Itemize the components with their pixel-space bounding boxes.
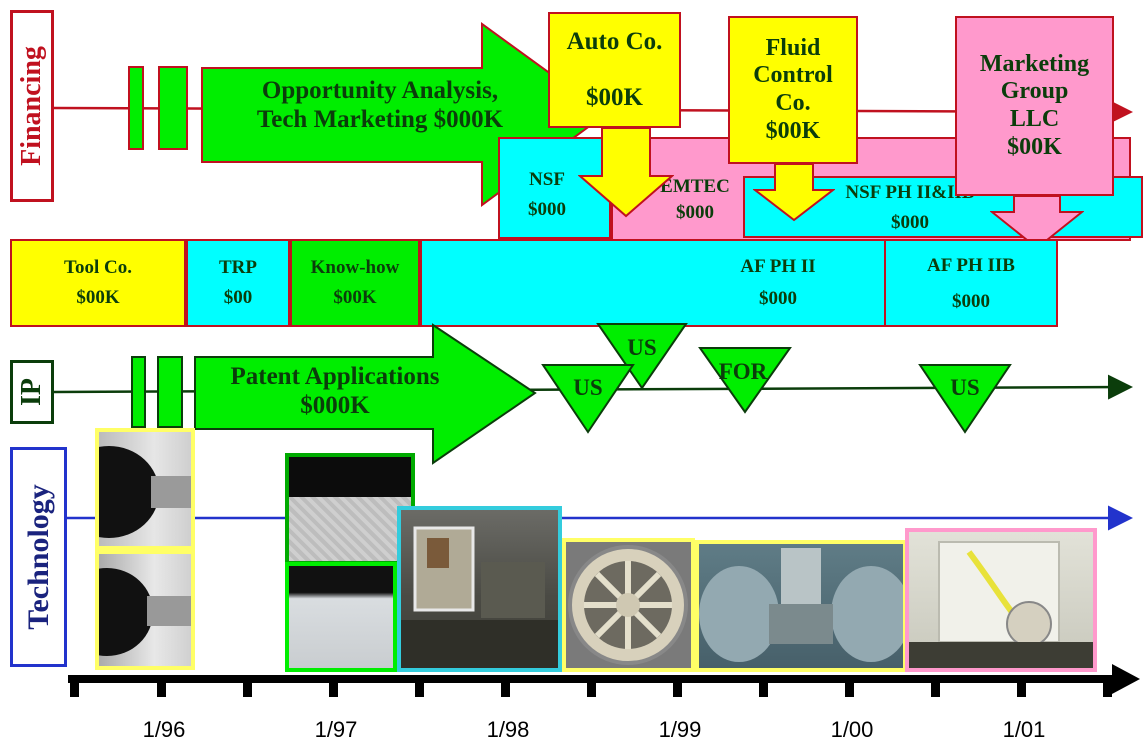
- time-axis-label: 1/01: [1002, 717, 1046, 742]
- contract-know-how: Know-how $00K: [290, 239, 420, 327]
- auto-co-block: [548, 12, 681, 128]
- nsf-ph2-name: NSF PH II&IIB: [845, 182, 975, 204]
- fluid-control-line: $00K: [765, 117, 821, 144]
- technology-lane-label: Technology: [10, 447, 67, 667]
- contract-amount: $000: [759, 288, 797, 309]
- ip-marker-text: US: [950, 374, 980, 400]
- ip-triangle-markers: [541, 323, 1012, 434]
- contract-af-ph2b: AF PH IIB $000: [884, 239, 1058, 327]
- marketing-group-block: [955, 16, 1114, 196]
- nsf-amount: $000: [528, 199, 566, 220]
- emtec-name: EMTEC: [660, 176, 730, 198]
- tube-cross-section-photo-2: [95, 550, 195, 670]
- auto-co-label: Auto Co. $00K: [548, 14, 681, 126]
- ip-lane-label: IP: [10, 360, 54, 424]
- equipment-setup-photo: [397, 506, 562, 672]
- patent-marker-triangle: [596, 323, 688, 390]
- ip-marker-bar: [157, 356, 183, 428]
- contract-name: Know-how: [310, 257, 400, 279]
- contract-amount: $00: [223, 287, 253, 308]
- time-axis: [68, 664, 1140, 697]
- time-axis-label: 1/00: [830, 717, 874, 742]
- wheel-photo: [562, 538, 695, 672]
- time-axis-ticks: [70, 679, 1112, 697]
- ip-marker-label: FOR: [708, 357, 778, 387]
- fixture-photo: [905, 528, 1097, 672]
- nsf-ph2-amount: $000: [891, 212, 929, 233]
- opportunity-analysis-line: Tech Marketing $000K: [256, 106, 504, 133]
- contract-name: Tool Co.: [64, 257, 132, 279]
- ip-marker-label: US: [941, 373, 989, 403]
- time-axis-label: 1/96: [142, 717, 186, 742]
- patent-applications-line: Patent Applications: [230, 363, 440, 391]
- surface-photo: [285, 562, 397, 672]
- emtec-amount: $000: [676, 202, 714, 223]
- opportunity-analysis-label: Opportunity Analysis, Tech Marketing $00…: [205, 70, 555, 142]
- marketing-group-down-arrow: [990, 195, 1084, 250]
- financing-lane-label: Financing: [10, 10, 54, 202]
- auto-co-name: Auto Co.: [566, 27, 663, 55]
- nsf-name: NSF: [529, 169, 565, 191]
- contract-amount: $00K: [333, 287, 377, 308]
- marketing-group-line: LLC: [1009, 106, 1060, 132]
- fluid-control-label: Fluid Control Co. $00K: [728, 18, 858, 162]
- fluid-control-line: Control: [753, 62, 833, 89]
- financing-marker-bar: [158, 66, 188, 150]
- auto-co-down-arrow: [578, 127, 674, 218]
- opportunity-analysis-line: Opportunity Analysis,: [261, 77, 499, 105]
- contract-amount: $00K: [76, 287, 120, 308]
- fluid-control-line: Fluid: [765, 34, 821, 61]
- patent-applications-arrow: [194, 323, 537, 465]
- fluid-control-block: [728, 16, 858, 164]
- fluid-control-down-arrow: [753, 163, 835, 222]
- patent-marker-triangle: [918, 364, 1012, 434]
- time-axis-label: 1/98: [486, 717, 530, 742]
- marketing-group-label: Marketing Group LLC $00K: [955, 18, 1114, 194]
- patent-marker-triangle: [541, 364, 635, 434]
- patent-marker-triangle: [698, 347, 792, 414]
- grain-structure-photo: [285, 453, 415, 565]
- time-axis-label: 1/97: [314, 717, 358, 742]
- nsf-label: NSF $000: [512, 162, 582, 228]
- auto-co-amount: $00K: [586, 83, 643, 111]
- financing-marker-bar: [128, 66, 144, 150]
- ip-marker-text: US: [627, 334, 657, 360]
- time-axis-label: 1/99: [658, 717, 702, 742]
- contract-af-ph2: AF PH II $000: [420, 239, 886, 327]
- ip-marker-label: US: [564, 373, 612, 403]
- fluid-control-line: Co.: [775, 90, 811, 116]
- contract-name: TRP: [219, 257, 257, 279]
- nsf-ph2-label: NSF PH II&IIB $000: [820, 178, 1000, 238]
- contract-name: AF PH IIB: [927, 255, 1015, 276]
- patent-applications-line: $000K: [300, 392, 370, 419]
- machine-photo: [695, 540, 907, 672]
- tube-cross-section-photo-1: [95, 428, 195, 550]
- contract-amount: $000: [952, 290, 990, 312]
- time-axis-arrowhead: [1112, 664, 1140, 694]
- emtec-label: EMTEC $000: [640, 170, 750, 230]
- ip-marker-bar: [131, 356, 146, 428]
- marketing-group-line: Marketing: [979, 50, 1090, 77]
- marketing-group-line: Group: [1000, 78, 1069, 105]
- patent-applications-label: Patent Applications $000K: [195, 357, 475, 427]
- ip-marker-text: FOR: [718, 358, 768, 384]
- contract-name: AF PH II: [740, 256, 816, 278]
- ip-marker-text: US: [573, 374, 603, 400]
- marketing-group-line: $00K: [1007, 133, 1062, 160]
- contract-trp: TRP $00: [186, 239, 290, 327]
- contract-tool-co: Tool Co. $00K: [10, 239, 186, 327]
- ip-marker-label: US: [618, 333, 666, 363]
- nsf-block: [498, 137, 611, 239]
